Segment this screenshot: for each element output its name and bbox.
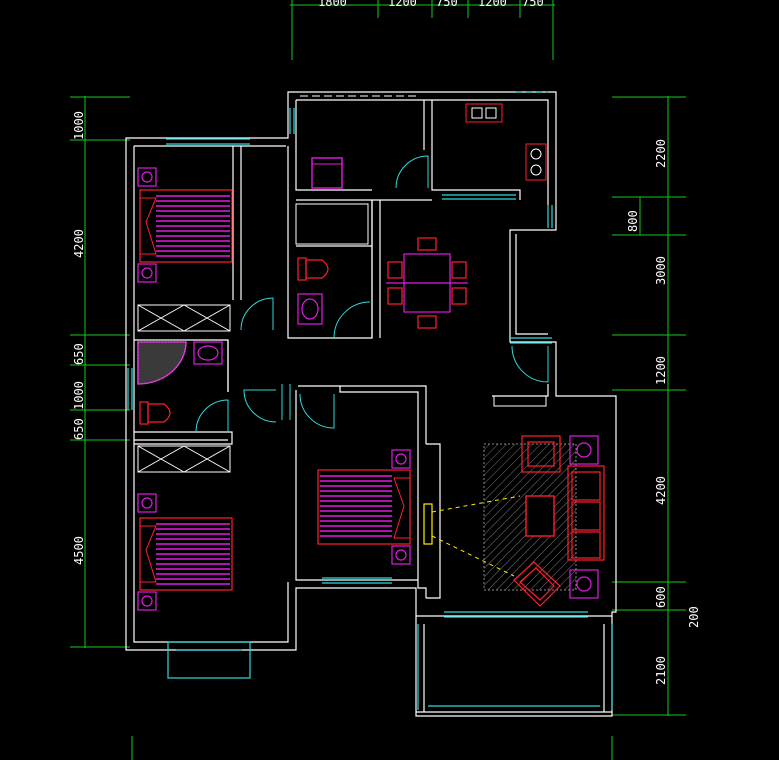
bed-upper-left: [139, 189, 233, 263]
bed-icon: [139, 189, 411, 591]
dim-right-7: 200: [687, 606, 701, 628]
bed-middle: [317, 469, 411, 545]
dim-right-1: 2200: [654, 139, 668, 168]
dim-right-4: 1200: [654, 356, 668, 385]
shower-icon: [137, 341, 187, 385]
living-room: [423, 435, 605, 607]
dim-top-5: 750: [522, 0, 544, 9]
nightstand-icon: [137, 167, 599, 611]
dining-table-icon: [386, 237, 468, 329]
bed-lower-left: [139, 517, 233, 591]
sink-icon: [465, 103, 503, 123]
sofa-icon: [513, 435, 605, 607]
wardrobe-icon: [137, 203, 547, 473]
stove-icon: [525, 143, 547, 181]
windows: [127, 91, 613, 710]
dim-left-2: 4200: [72, 229, 86, 258]
dimension-lines: [70, 0, 686, 760]
dim-left-5: 650: [72, 418, 86, 440]
coffee-table: [525, 495, 555, 537]
kitchen-fixtures: [311, 103, 547, 189]
dim-left-6: 4500: [72, 536, 86, 565]
walls: [125, 91, 617, 717]
dim-left-1: 1000: [72, 111, 86, 140]
dim-right-8: 2100: [654, 656, 668, 685]
dim-left-3: 650: [72, 343, 86, 365]
dimension-labels: 1800 1200 750 1200 750 1000 4200 650 100…: [72, 0, 701, 685]
bathroom-fixtures: [137, 257, 329, 425]
door-swing-icon: [195, 155, 549, 433]
sink-icon: [193, 293, 323, 365]
tv-icon: [423, 495, 521, 577]
toilet-icon: [139, 257, 329, 425]
dim-top-3: 750: [436, 0, 458, 9]
dim-right-5: 4200: [654, 476, 668, 505]
dim-top-1: 1800: [318, 0, 347, 9]
dim-right-3: 3000: [654, 256, 668, 285]
dim-right-2: 800: [626, 210, 640, 232]
dim-top-2: 1200: [388, 0, 417, 9]
dim-top-4: 1200: [478, 0, 507, 9]
dim-right-6: 600: [654, 586, 668, 608]
dim-left-4: 1000: [72, 381, 86, 410]
